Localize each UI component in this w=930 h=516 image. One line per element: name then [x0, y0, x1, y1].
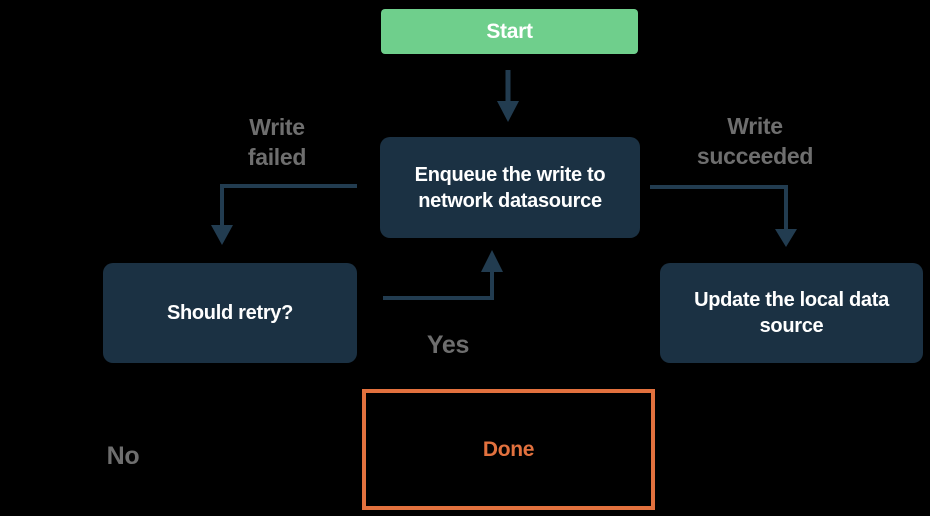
node-should-retry-label: Should retry? [166, 302, 294, 324]
edge-label-yes: Yes [426, 331, 470, 359]
arrow-should-retry-to-enqueue-yes [383, 250, 503, 300]
node-should-retry: Should retry? [103, 263, 357, 363]
arrow-start-to-enqueue [497, 70, 519, 122]
node-done: Done [362, 389, 655, 510]
node-enqueue-write-label: Enqueue the write to network datasource [414, 163, 606, 212]
arrow-enqueue-to-update-local [650, 185, 797, 247]
node-enqueue-write: Enqueue the write to network datasource [380, 137, 640, 238]
edge-label-write-failed: Write failed [247, 114, 307, 170]
edge-label-write-succeeded: Write succeeded [696, 113, 814, 169]
node-update-local-source: Update the local data source [660, 263, 923, 363]
node-start: Start [381, 9, 638, 54]
node-start-label: Start [486, 19, 533, 43]
node-done-label: Done [482, 437, 535, 461]
edge-label-no: No [106, 442, 140, 470]
node-update-local-source-label: Update the local data source [694, 289, 889, 337]
arrow-enqueue-to-should-retry [211, 184, 357, 245]
